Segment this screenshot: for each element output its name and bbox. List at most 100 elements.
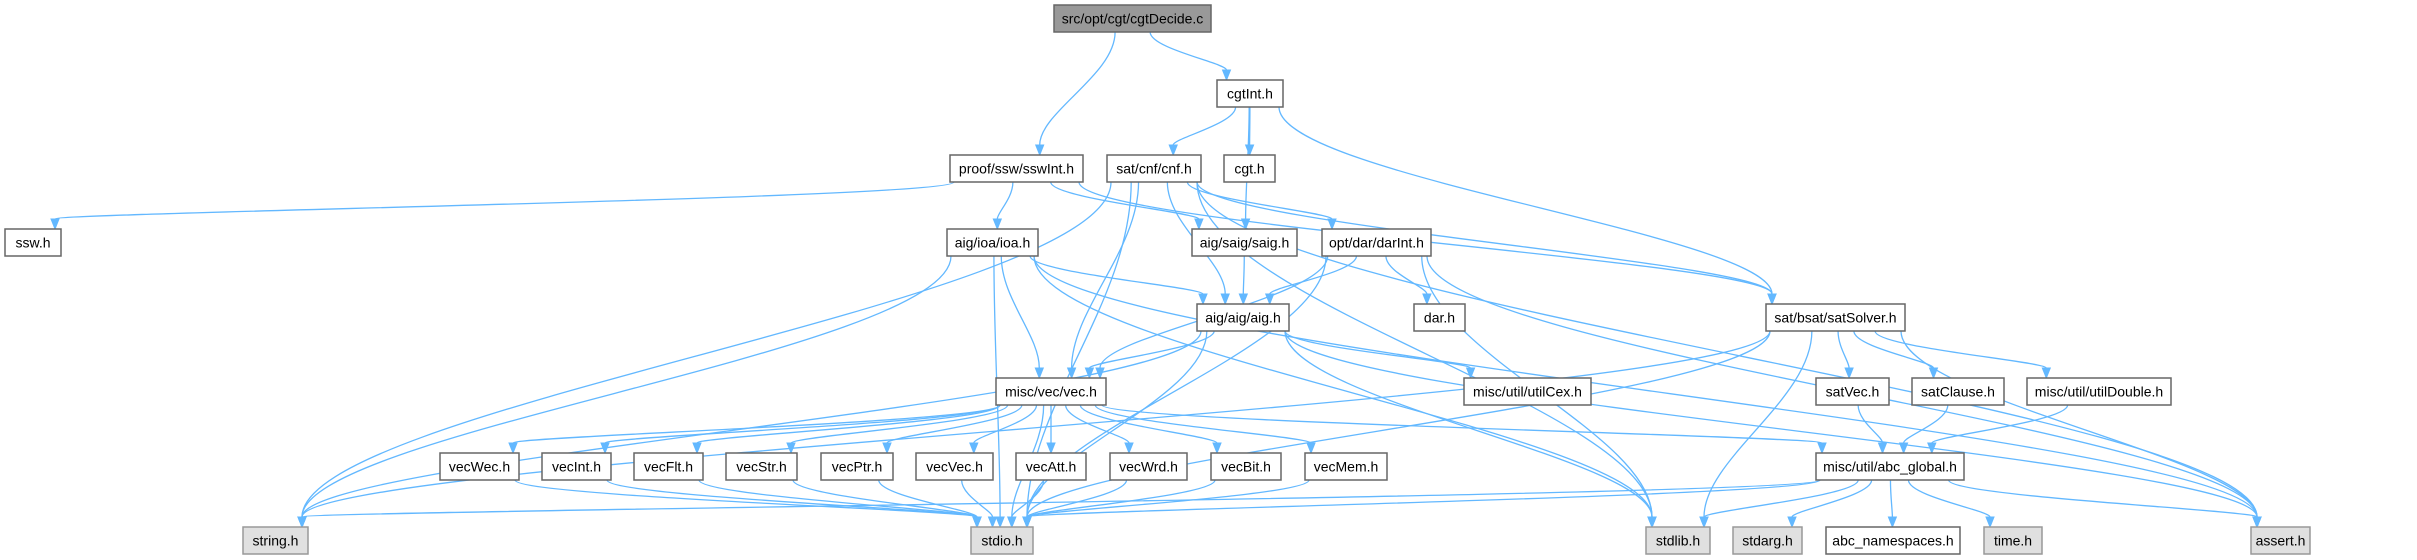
node-assert: assert.h bbox=[2250, 526, 2311, 555]
node-vecWrd[interactable]: vecWrd.h bbox=[1109, 452, 1188, 481]
node-label: ssw.h bbox=[15, 235, 50, 251]
node-box bbox=[946, 228, 1039, 257]
edge-line bbox=[696, 404, 1001, 444]
node-stdio: stdio.h bbox=[970, 526, 1034, 555]
node-darInt[interactable]: opt/dar/darInt.h bbox=[1321, 228, 1432, 257]
node-cnf[interactable]: sat/cnf/cnf.h bbox=[1106, 154, 1202, 183]
node-utilDouble[interactable]: misc/util/utilDouble.h bbox=[2026, 377, 2172, 406]
node-label: vecVec.h bbox=[926, 459, 983, 475]
edge-sswInt-to-ssw bbox=[50, 181, 955, 231]
node-vecFlt[interactable]: vecFlt.h bbox=[633, 452, 704, 481]
node-label: sat/cnf/cnf.h bbox=[1116, 161, 1191, 177]
edge-line bbox=[604, 404, 1001, 444]
edge-line bbox=[1837, 330, 1850, 369]
node-vecAtt[interactable]: vecAtt.h bbox=[1015, 452, 1087, 481]
node-cgt[interactable]: cgt.h bbox=[1223, 154, 1276, 183]
edge-abcGlobal-to-abcNamespaces bbox=[1887, 479, 1898, 529]
node-box bbox=[1210, 452, 1282, 481]
arrowhead-icon bbox=[1168, 144, 1178, 157]
arrowhead-icon bbox=[1927, 442, 1937, 455]
arrowhead-icon bbox=[1084, 367, 1095, 380]
edge-line bbox=[1026, 255, 1327, 518]
node-vecBit[interactable]: vecBit.h bbox=[1210, 452, 1282, 481]
edge-satSolver-to-satClause bbox=[1853, 330, 1939, 380]
edge-line bbox=[1791, 479, 1873, 518]
node-ioa[interactable]: aig/ioa/ioa.h bbox=[946, 228, 1039, 257]
node-label: satVec.h bbox=[1826, 384, 1880, 400]
edge-line bbox=[1149, 31, 1228, 71]
node-satVec[interactable]: satVec.h bbox=[1815, 377, 1890, 406]
edge-line bbox=[1026, 479, 1310, 518]
arrowhead-icon bbox=[1022, 516, 1032, 529]
node-vecPtr[interactable]: vecPtr.h bbox=[820, 452, 894, 481]
node-root: src/opt/cgt/cgtDecide.c bbox=[1053, 4, 1212, 33]
node-label: vecAtt.h bbox=[1026, 459, 1077, 475]
edge-line bbox=[790, 404, 1009, 444]
node-vecStr[interactable]: vecStr.h bbox=[725, 452, 798, 481]
edge-line bbox=[606, 479, 978, 518]
node-vecInt[interactable]: vecInt.h bbox=[541, 452, 612, 481]
node-abcNamespaces[interactable]: abc_namespaces.h bbox=[1825, 526, 1961, 555]
edge-line bbox=[1907, 479, 1991, 518]
edge-vec-to-vecInt bbox=[600, 404, 1001, 455]
node-satClause[interactable]: satClause.h bbox=[1911, 377, 2005, 406]
arrowhead-icon bbox=[1238, 293, 1249, 306]
edge-cnf-to-satSolver bbox=[1196, 181, 1777, 306]
arrowhead-icon bbox=[1244, 144, 1255, 157]
edge-vecInt-to-stdio bbox=[606, 479, 982, 529]
node-label: assert.h bbox=[2256, 533, 2306, 549]
edge-vec-to-abcGlobal bbox=[1101, 404, 1827, 455]
node-vecVec[interactable]: vecVec.h bbox=[915, 452, 994, 481]
arrowhead-icon bbox=[1034, 144, 1045, 157]
edge-line bbox=[1269, 255, 1358, 295]
edge-line bbox=[1026, 330, 1208, 518]
node-box bbox=[1053, 4, 1212, 33]
edge-satSolver-to-stdio bbox=[1022, 330, 1771, 529]
node-utilCex[interactable]: misc/util/utilCex.h bbox=[1463, 377, 1592, 406]
edge-vec-to-vecVec bbox=[969, 404, 1038, 455]
arrowhead-icon bbox=[50, 218, 60, 231]
edge-line bbox=[996, 181, 1014, 220]
edge-ioa-to-aig bbox=[1029, 255, 1208, 306]
edge-satSolver-to-utilDouble bbox=[1874, 330, 2052, 380]
node-box bbox=[1109, 452, 1188, 481]
arrowhead-icon bbox=[1898, 442, 1909, 455]
edge-vec-to-vecWec bbox=[508, 404, 1001, 455]
node-box bbox=[1321, 228, 1432, 257]
nodes-layer: src/opt/cgt/cgtDecide.c cgtInt.h proof/ssw… bbox=[4, 4, 2311, 555]
node-vecMem[interactable]: vecMem.h bbox=[1304, 452, 1388, 481]
edge-line bbox=[1889, 479, 1894, 518]
node-vecWec[interactable]: vecWec.h bbox=[439, 452, 520, 481]
edge-line bbox=[1931, 404, 2069, 444]
edge-abcGlobal-to-string bbox=[297, 479, 1821, 529]
node-satSolver[interactable]: sat/bsat/satSolver.h bbox=[1765, 303, 1906, 332]
node-dar[interactable]: dar.h bbox=[1413, 303, 1466, 332]
edge-vec-to-vecFlt bbox=[692, 404, 1001, 455]
edge-line bbox=[1029, 255, 1204, 295]
edge-line bbox=[1284, 330, 1472, 369]
node-abcGlobal[interactable]: misc/util/abc_global.h bbox=[1815, 452, 1965, 481]
node-saig[interactable]: aig/saig/saig.h bbox=[1191, 228, 1298, 257]
node-box bbox=[1645, 526, 1711, 555]
arrowhead-icon bbox=[1647, 516, 1657, 529]
node-cgtInt[interactable]: cgtInt.h bbox=[1216, 79, 1284, 108]
node-label: cgt.h bbox=[1234, 161, 1264, 177]
node-label: vecWrd.h bbox=[1119, 459, 1178, 475]
edge-line bbox=[1703, 479, 1859, 518]
node-box bbox=[1216, 79, 1284, 108]
node-sswInt[interactable]: proof/ssw/sswInt.h bbox=[949, 154, 1084, 183]
edge-satClause-to-abcGlobal bbox=[1898, 404, 1949, 455]
edge-line bbox=[54, 181, 955, 220]
arrowhead-icon bbox=[2252, 516, 2262, 529]
node-ssw[interactable]: ssw.h bbox=[4, 228, 62, 257]
node-aig[interactable]: aig/aig/aig.h bbox=[1196, 303, 1290, 332]
node-label: sat/bsat/satSolver.h bbox=[1774, 310, 1896, 326]
edge-satVec-to-abcGlobal bbox=[1857, 404, 1888, 455]
arrowhead-icon bbox=[882, 442, 892, 455]
node-stdarg: stdarg.h bbox=[1732, 526, 1803, 555]
edge-sswInt-to-saig bbox=[1050, 181, 1204, 231]
arrowhead-icon bbox=[1817, 442, 1827, 455]
edge-line bbox=[1900, 330, 2258, 518]
node-vec[interactable]: misc/vec/vec.h bbox=[995, 377, 1107, 406]
edge-line bbox=[1902, 404, 1949, 444]
